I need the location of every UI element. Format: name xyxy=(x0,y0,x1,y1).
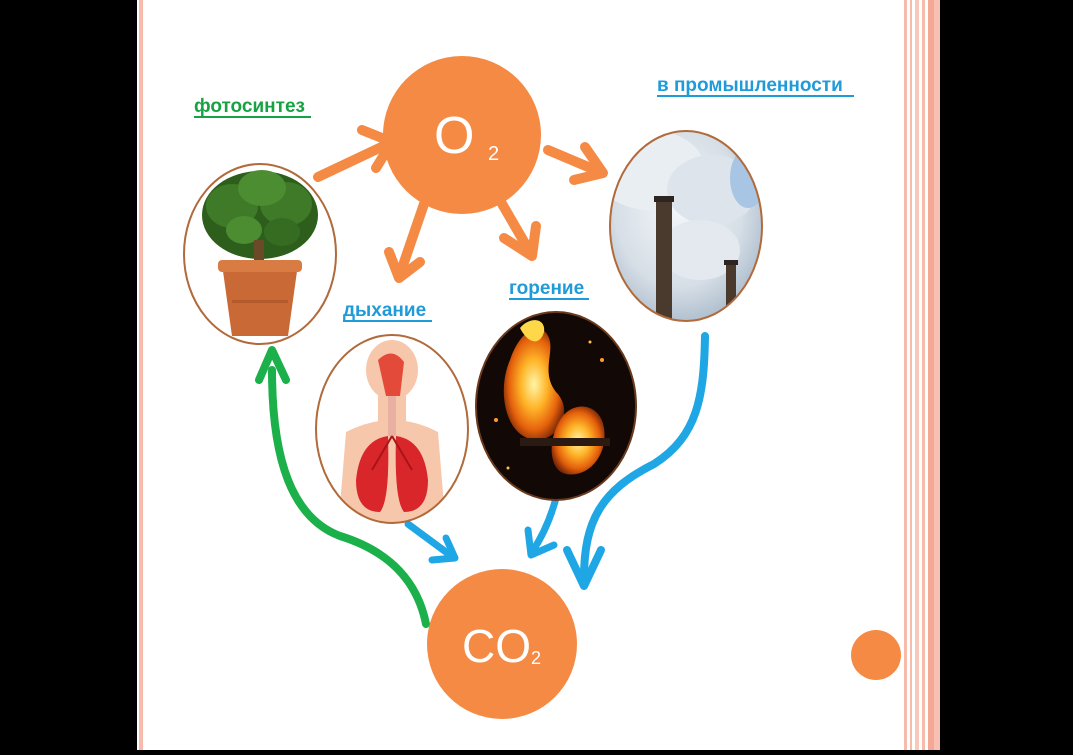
fire-image xyxy=(475,311,637,501)
arrow-respiration-to-co2 xyxy=(404,520,459,564)
right-border-stripes xyxy=(904,0,940,750)
arrow-combustion-to-co2 xyxy=(524,494,560,559)
o2-node: O 2 xyxy=(383,56,541,214)
label-combustion: горение xyxy=(509,278,584,299)
o2-subscript: 2 xyxy=(488,143,499,165)
label-combustion-group: горение xyxy=(509,278,589,300)
plant-image xyxy=(183,163,337,345)
arrow-co2-to-plant xyxy=(255,346,430,628)
decorative-dot xyxy=(851,630,901,680)
arrow-industry-to-co2 xyxy=(563,332,709,590)
left-border-line xyxy=(139,0,143,750)
arrow-o2-to-respiration xyxy=(384,199,429,283)
label-photosynthesis: фотосинтез xyxy=(194,96,305,117)
label-industry-group: в промышленности xyxy=(657,75,854,97)
label-photosynthesis-group: фотосинтез xyxy=(194,96,311,118)
o2-formula: O xyxy=(434,107,474,165)
co2-node: CO 2 xyxy=(427,569,577,719)
co2-subscript: 2 xyxy=(531,648,541,668)
label-respiration-group: дыхание xyxy=(343,300,432,322)
lungs-image xyxy=(315,334,469,524)
label-industry: в промышленности xyxy=(657,75,843,96)
arrow-o2-to-industry xyxy=(543,142,608,185)
co2-formula: CO xyxy=(462,620,531,672)
label-respiration: дыхание xyxy=(343,300,426,321)
